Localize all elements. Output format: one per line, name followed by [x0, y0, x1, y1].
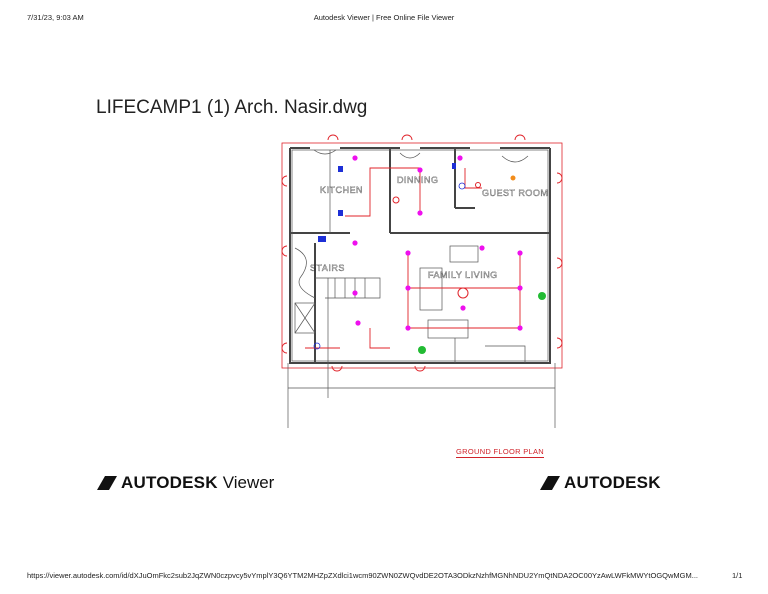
brand-product: Viewer [222, 473, 275, 492]
autodesk-logo-icon [540, 476, 560, 490]
interior-lines [287, 149, 556, 428]
print-page-title: Autodesk Viewer | Free Online File Viewe… [313, 13, 455, 22]
room-label-family-living: FAMILY LIVING [428, 270, 498, 280]
autodesk-logo-icon [97, 476, 117, 490]
room-label-dinning: DINNING [397, 175, 439, 185]
print-page-number: 1/1 [732, 571, 743, 580]
feature-marks [392, 175, 516, 299]
exterior-markers [281, 134, 563, 372]
room-label-stairs: STAIRS [310, 263, 345, 273]
print-date: 7/31/23, 9:03 AM [27, 13, 84, 22]
plan-caption: GROUND FLOOR PLAN [456, 447, 545, 458]
switches [313, 163, 466, 350]
room-label-kitchen: KITCHEN [320, 185, 363, 195]
brand-wordmark: AUTODESK [121, 473, 218, 492]
room-label-guest-room: GUEST ROOM [482, 188, 548, 198]
autodesk-logo: AUTODESK [540, 473, 661, 493]
document-title: LIFECAMP1 (1) Arch. Nasir.dwg [96, 97, 368, 118]
walls [289, 147, 551, 364]
floor-plan-drawing[interactable]: KITCHEN DINNING GUEST ROOM STAIRS FAMILY… [270, 128, 570, 428]
brand-wordmark: AUTODESK [564, 473, 661, 492]
sockets [418, 292, 546, 354]
plan-boundary [281, 142, 563, 369]
floor-plan-svg: KITCHEN DINNING GUEST ROOM STAIRS FAMILY… [281, 134, 563, 428]
autodesk-viewer-logo: AUTODESK Viewer [97, 473, 274, 493]
light-fixtures [352, 155, 523, 331]
print-url: https://viewer.autodesk.com/id/dXJuOmFkc… [27, 571, 698, 580]
